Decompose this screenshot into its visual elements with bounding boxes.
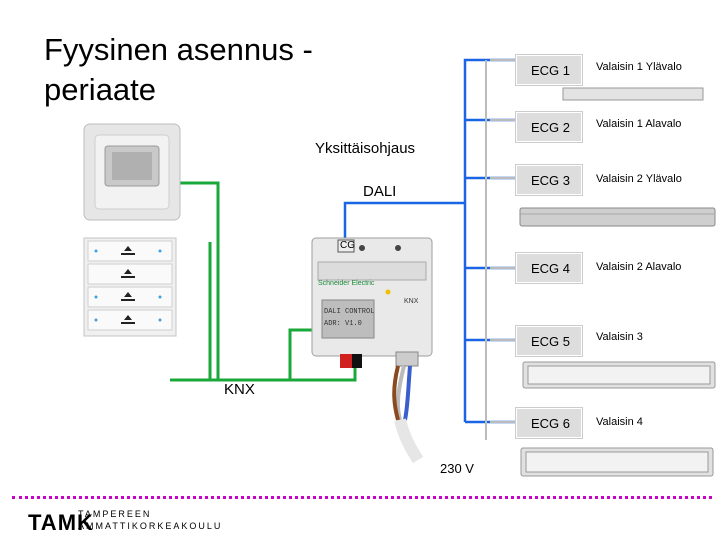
- ecg-box-2: ECG 2: [516, 112, 582, 142]
- fixture-1: [562, 87, 704, 101]
- label-knx: KNX: [224, 381, 255, 398]
- lamp-label-1: Valaisin 1 Ylävalo: [596, 61, 682, 73]
- dali-wire-controller: [343, 201, 465, 238]
- lamp-label-2: Valaisin 1 Alavalo: [596, 118, 682, 130]
- dali-controller-device: [311, 237, 433, 368]
- footer-line2: AMMATTIKORKEAKOULU: [78, 521, 223, 531]
- lamp-label-3: Valaisin 2 Ylävalo: [596, 173, 682, 185]
- button-symbols: [121, 246, 135, 324]
- lamp-label-5: Valaisin 3: [596, 331, 643, 343]
- controller-cg-label: CG: [340, 240, 355, 251]
- label-voltage: 230 V: [440, 461, 474, 476]
- controller-display-line1: DALI CONTROL: [324, 308, 375, 316]
- ecg-box-6: ECG 6: [516, 408, 582, 438]
- ecg-box-5: ECG 5: [516, 326, 582, 356]
- knx-wire-to-controller: [288, 328, 312, 380]
- power-wiring: [485, 59, 516, 440]
- ecg-box-4: ECG 4: [516, 253, 582, 283]
- fixture-2: [519, 207, 716, 227]
- label-individual-control: Yksittäisohjaus: [315, 140, 416, 157]
- fixture-3: [522, 361, 716, 389]
- lamp-label-6: Valaisin 4: [596, 416, 643, 428]
- tamk-logo-icon: TAMK: [28, 510, 94, 535]
- knx-wire-controller-bottom: [210, 358, 357, 382]
- ecg-box-1: ECG 1: [516, 55, 582, 85]
- lamp-label-4: Valaisin 2 Alavalo: [596, 261, 682, 273]
- label-dali: DALI: [363, 183, 397, 200]
- fixture-4: [520, 447, 714, 477]
- ecg-box-3: ECG 3: [516, 165, 582, 195]
- footer-divider: [12, 496, 712, 499]
- motion-sensor-device: [83, 123, 181, 221]
- push-button-panel: [83, 237, 177, 337]
- page-title: Fyysinen asennus - periaate: [44, 32, 313, 107]
- power-cable: [392, 365, 424, 464]
- footer-line1: TAMPEREEN: [78, 509, 152, 519]
- controller-brand: Schneider Electric: [318, 280, 375, 287]
- controller-knx-badge: KNX: [404, 298, 419, 305]
- knx-wire-sensor: [178, 181, 220, 380]
- controller-display-line2: ADR: V1.0: [324, 320, 362, 328]
